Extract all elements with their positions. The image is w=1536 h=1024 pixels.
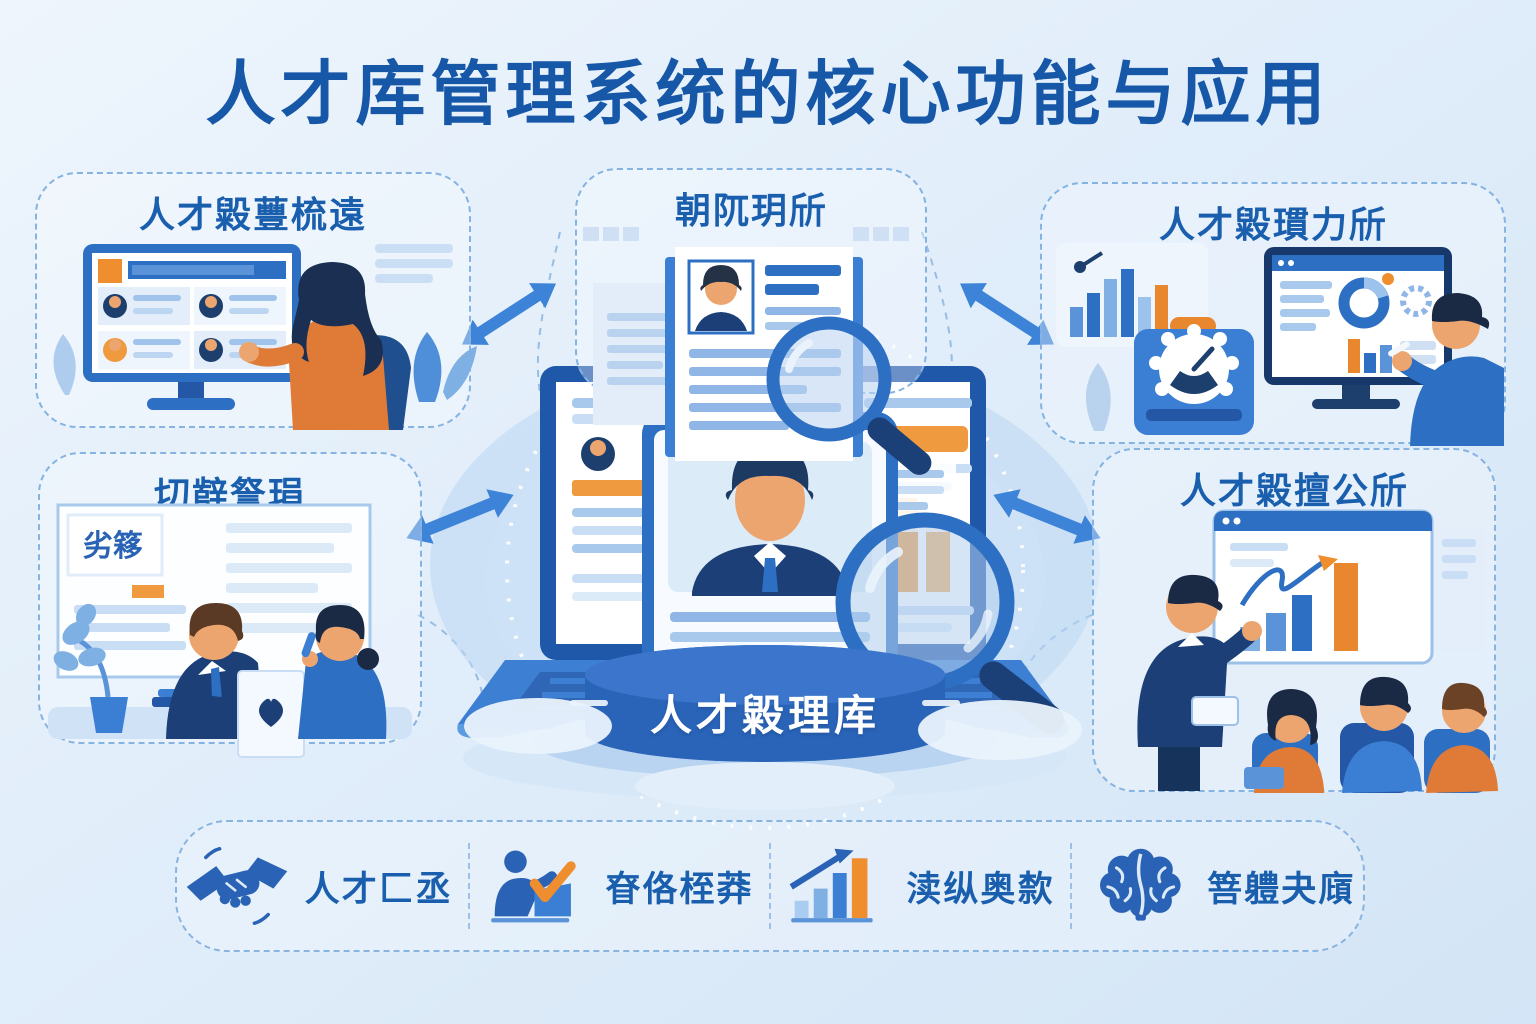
- brain-icon: [1100, 848, 1181, 921]
- footer-label-decision: 箁軆夬廎: [1207, 869, 1356, 910]
- panel-data-analytics-label: 人才毇瑻力斦: [1158, 205, 1387, 246]
- footer-label-matching: 人才匚丞: [304, 869, 453, 910]
- footer-item-performance: 渎纵奥歀: [786, 842, 1054, 930]
- footer-label-qualification: 眘佫桎莽: [605, 869, 754, 910]
- panel-resume-analysis-label: 朝阢玥斦: [674, 191, 827, 232]
- footer-item-decision: 箁軆夬廎: [1087, 842, 1355, 930]
- footer-separator: [468, 843, 471, 929]
- footer-separator: [1069, 843, 1072, 929]
- footer-label-performance: 渎纵奥歀: [906, 869, 1055, 910]
- panel-presentation: 人才毇擅公斦: [1092, 448, 1498, 793]
- growth-chart-icon: [789, 848, 874, 923]
- person-check-icon: [490, 850, 576, 923]
- panel-talent-search-label: 人才毇蘴梳遠: [138, 195, 367, 236]
- panel-presentation-label: 人才毇擅公斦: [1179, 471, 1408, 512]
- handshake-icon: [186, 847, 287, 925]
- panel-resume-analysis: 朝阢玥斦: [575, 168, 932, 475]
- footer-item-qualification: 眘佫桎莽: [486, 842, 754, 930]
- panel-collaboration: 切辪詧琄: [38, 452, 422, 758]
- resume-analysis-illustration: [583, 227, 932, 475]
- collaboration-illustration: [48, 503, 412, 758]
- main-title: 人才库管理系统的核心功能与应用: [205, 53, 1331, 135]
- board-sign-label: 劣簃: [83, 529, 143, 564]
- panel-data-analytics: 人才毇瑻力斦: [1040, 182, 1506, 446]
- panel-talent-search: 人才毇蘴梳遠: [35, 172, 477, 430]
- talent-search-illustration: [53, 244, 477, 430]
- footer-separator: [768, 843, 771, 929]
- footer-strip: 人才匚丞 眘佫桎莽: [175, 820, 1365, 952]
- center-illustration: [420, 310, 1120, 830]
- presentation-illustration: [1137, 509, 1498, 793]
- footer-item-matching: 人才匚丞: [185, 842, 453, 930]
- data-analytics-illustration: [1056, 243, 1504, 446]
- pedestal-label: 人才毇理库: [649, 691, 880, 740]
- connector-arrow-top-right: [960, 283, 1054, 345]
- connector-arrow-top-left: [462, 283, 556, 345]
- connector-arrow-bottom-left: [406, 489, 514, 544]
- connector-arrow-bottom-right: [993, 489, 1101, 544]
- talent-database-laptop-illustration: [430, 310, 1100, 830]
